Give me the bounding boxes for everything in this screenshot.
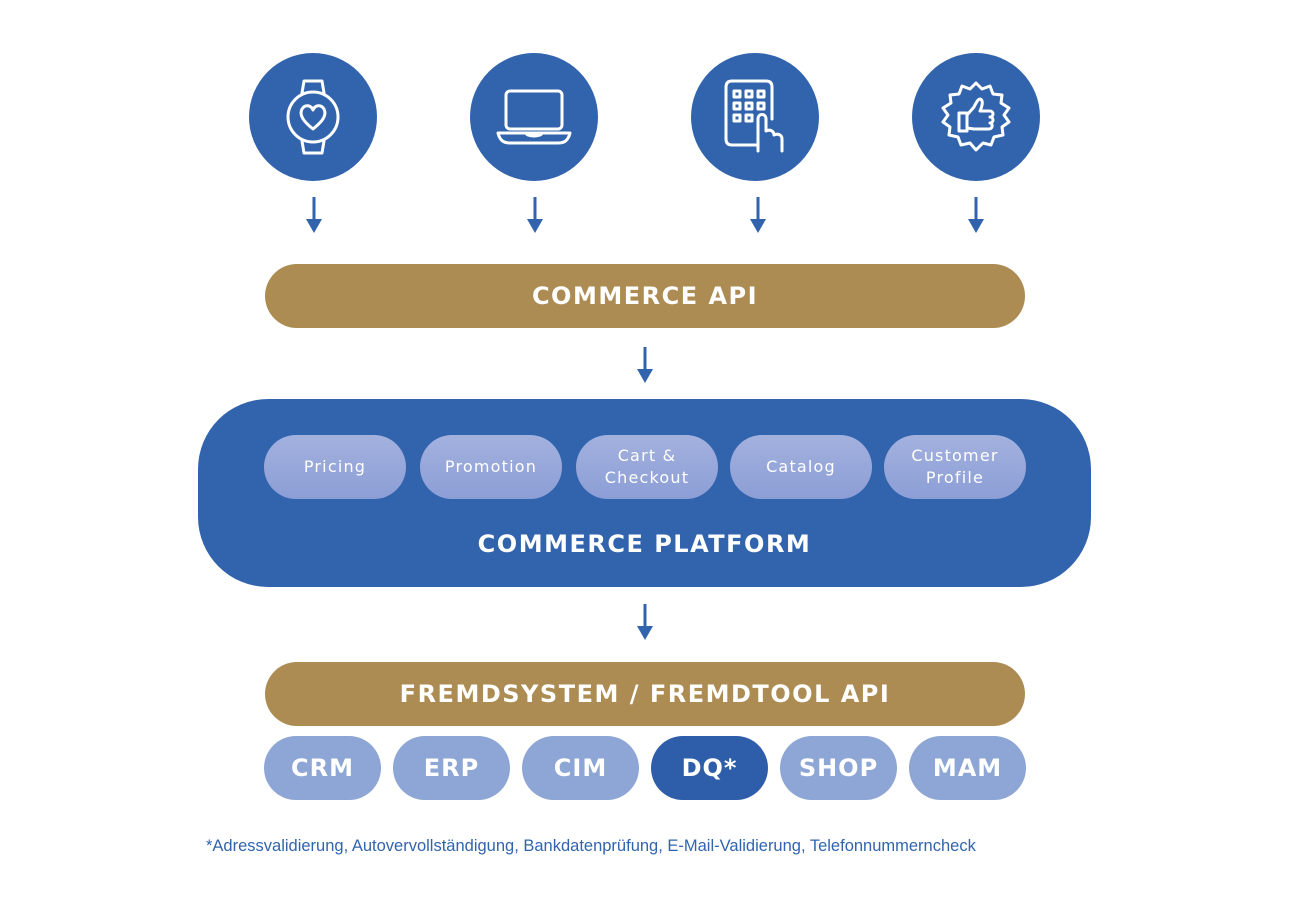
module-pricing: Pricing	[264, 435, 406, 499]
module-label: Cart & Checkout	[604, 446, 690, 487]
arrow-down	[968, 197, 984, 233]
module-label: Customer Profile	[911, 446, 999, 487]
smartwatch-heart-icon	[286, 79, 340, 155]
system-label: CRM	[291, 754, 354, 782]
system-label: CIM	[553, 754, 608, 782]
commerce-api-label: COMMERCE API	[531, 282, 759, 310]
system-label: ERP	[423, 754, 480, 782]
arrow-down	[637, 604, 653, 640]
channel-rating	[912, 53, 1040, 181]
footnote: *Adressvalidierung, Autovervollständigun…	[206, 837, 976, 855]
system-cim: CIM	[522, 736, 639, 800]
commerce-platform-label: COMMERCE PLATFORM	[477, 530, 812, 558]
system-label: DQ*	[681, 754, 738, 782]
system-erp: ERP	[393, 736, 510, 800]
module-promotion: Promotion	[420, 435, 562, 499]
commerce-api-bar: COMMERCE API	[265, 264, 1025, 328]
module-cart-checkout: Cart & Checkout	[576, 435, 718, 499]
system-shop: SHOP	[780, 736, 897, 800]
laptop-icon	[496, 89, 572, 145]
module-label: Pricing	[303, 457, 367, 476]
thumbs-up-badge-icon	[941, 81, 1011, 152]
arrow-down	[637, 347, 653, 383]
system-label: MAM	[932, 754, 1003, 782]
external-api-bar: FREMDSYSTEM / FREMDTOOL API	[265, 662, 1025, 726]
arrow-down	[750, 197, 766, 233]
channel-tablet	[691, 53, 819, 181]
arrow-down	[527, 197, 543, 233]
channel-laptop	[470, 53, 598, 181]
module-catalog: Catalog	[730, 435, 872, 499]
module-label: Promotion	[444, 457, 538, 476]
system-label: SHOP	[798, 754, 879, 782]
external-api-label: FREMDSYSTEM / FREMDTOOL API	[399, 680, 891, 708]
tablet-touch-icon	[724, 79, 784, 153]
system-crm: CRM	[264, 736, 381, 800]
module-customer-profile: Customer Profile	[884, 435, 1026, 499]
channel-wearable	[249, 53, 377, 181]
module-label: Catalog	[766, 457, 836, 476]
system-dq: DQ*	[651, 736, 768, 800]
arrow-down	[306, 197, 322, 233]
system-mam: MAM	[909, 736, 1026, 800]
